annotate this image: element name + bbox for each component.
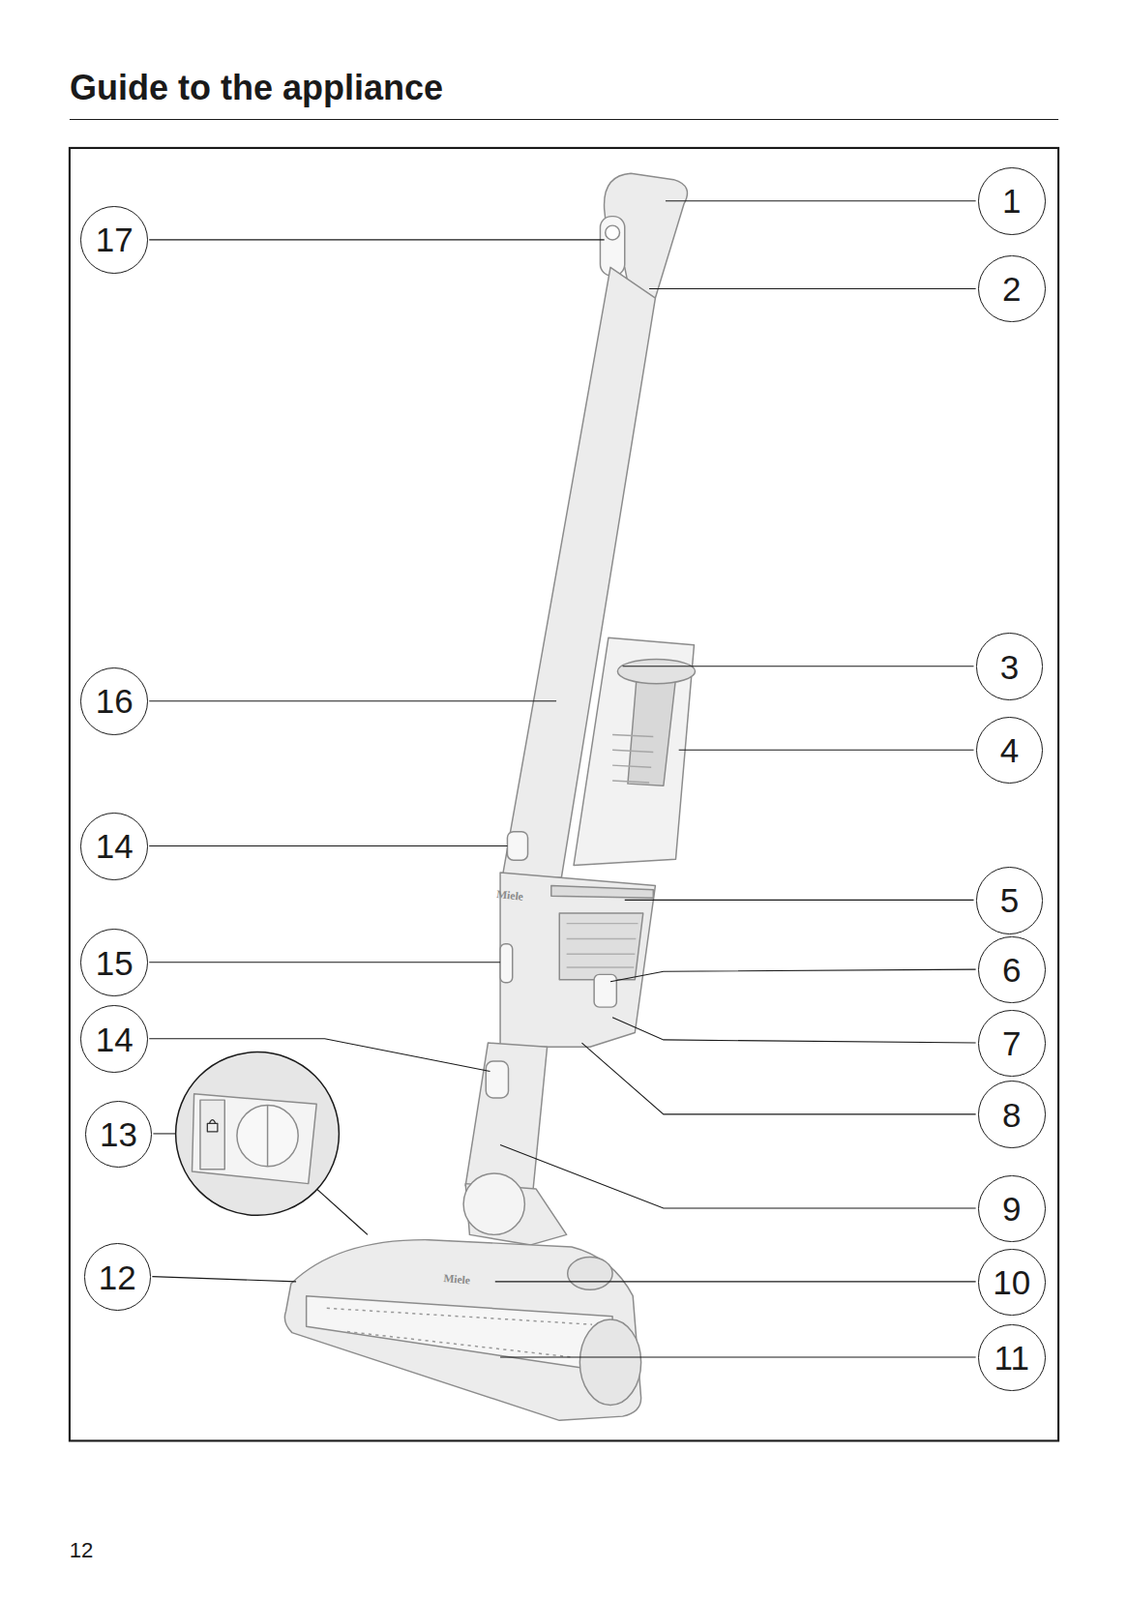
callout-circle: 10 [978,1248,1046,1317]
callout-circle: 11 [978,1324,1046,1393]
callout-number: 9 [1002,1191,1021,1226]
callout-circle: 6 [978,936,1046,1005]
callout-circle: 14 [80,1005,149,1073]
callout-number: 16 [95,683,134,718]
callout-circle: 2 [978,255,1046,324]
brand-mark: Miele [496,888,525,904]
callout-circle: 16 [80,667,149,736]
callout-number: 4 [1000,733,1019,768]
callout-number: 13 [99,1117,138,1152]
callout-number: 14 [95,829,134,863]
callout-circle: 1 [978,167,1046,236]
vacuum-drawing [176,173,696,1421]
callout-number: 10 [992,1265,1031,1300]
callout-circle: 14 [80,812,149,881]
page-title: Guide to the appliance [69,67,444,109]
brand-mark: Miele [443,1272,472,1287]
callout-circle: 15 [80,928,149,997]
callout-number: 5 [1000,883,1019,918]
callout-circle: 3 [976,632,1044,701]
callout-number: 17 [95,222,134,257]
callout-number: 14 [95,1022,134,1057]
callout-circle: 9 [978,1175,1046,1244]
callout-number: 2 [1002,271,1021,306]
figure-frame [69,148,1059,1441]
leader-lines [148,201,976,1358]
callout-circle: 8 [978,1080,1046,1149]
callout-circle: 7 [978,1009,1046,1078]
callout-circle: 5 [976,866,1044,935]
callout-number: 8 [1002,1098,1021,1132]
callout-number: 15 [95,946,134,980]
callout-number: 7 [1002,1026,1021,1061]
callout-number: 11 [994,1340,1030,1375]
callout-circle: 4 [976,716,1044,785]
callout-number: 6 [1002,952,1021,987]
title-rule [69,118,1059,120]
callout-number: 12 [98,1260,137,1295]
callout-circle: 17 [80,206,149,274]
page-number: 12 [69,1538,94,1564]
callout-circle: 12 [84,1243,152,1311]
callout-circle: 13 [85,1100,153,1169]
callout-number: 1 [1002,183,1021,218]
callout-number: 3 [1000,650,1019,684]
